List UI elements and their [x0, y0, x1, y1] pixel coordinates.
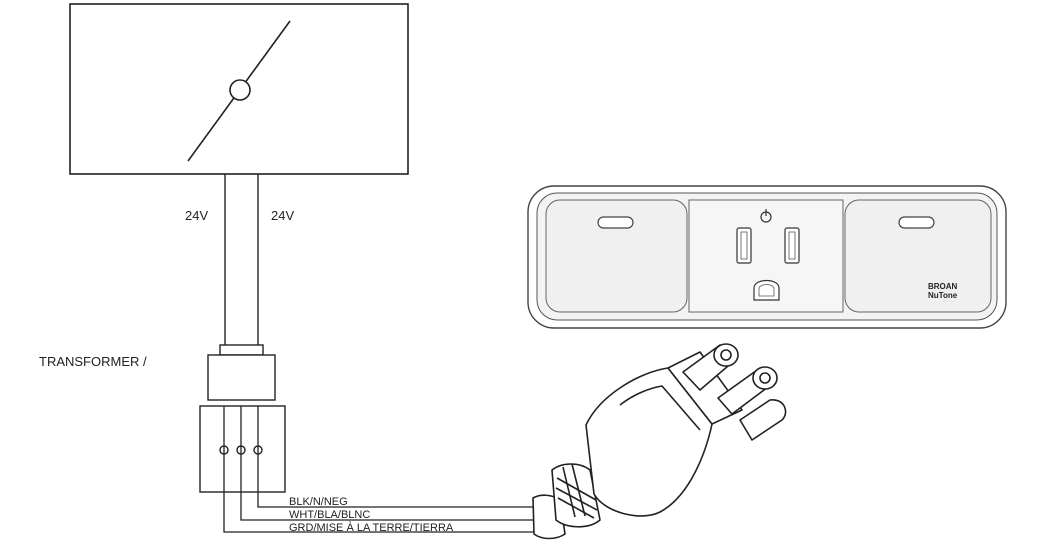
wire-label-wht: WHT/BLA/BLNC: [289, 509, 370, 521]
outlet-ground-icon: [753, 279, 780, 301]
left-panel: [545, 199, 688, 313]
right-panel: [844, 199, 992, 313]
voltage-label-left: 24V: [185, 208, 208, 223]
voltage-label-right: 24V: [271, 208, 294, 223]
wire-blk: [257, 406, 535, 508]
damper-pivot-icon: [229, 79, 251, 101]
wall-control-icon: BROAN NuTone: [527, 185, 1007, 329]
left-indicator-icon: [597, 216, 634, 229]
brand-line-1: BROAN: [928, 282, 958, 291]
wire-label-blk: BLK/N/NEG: [289, 496, 348, 508]
wire-grd: [223, 406, 550, 533]
transformer-cap: [219, 344, 264, 356]
plug-icon: [532, 343, 787, 540]
brand-line-2: NuTone: [928, 291, 958, 300]
transformer-body: [207, 354, 276, 401]
transformer-label: TRANSFORMER /: [39, 354, 147, 369]
right-indicator-icon: [898, 216, 935, 229]
wire-wht: [240, 406, 540, 521]
wire-label-grd: GRD/MISE À LA TERRE/TIERRA: [289, 521, 454, 534]
